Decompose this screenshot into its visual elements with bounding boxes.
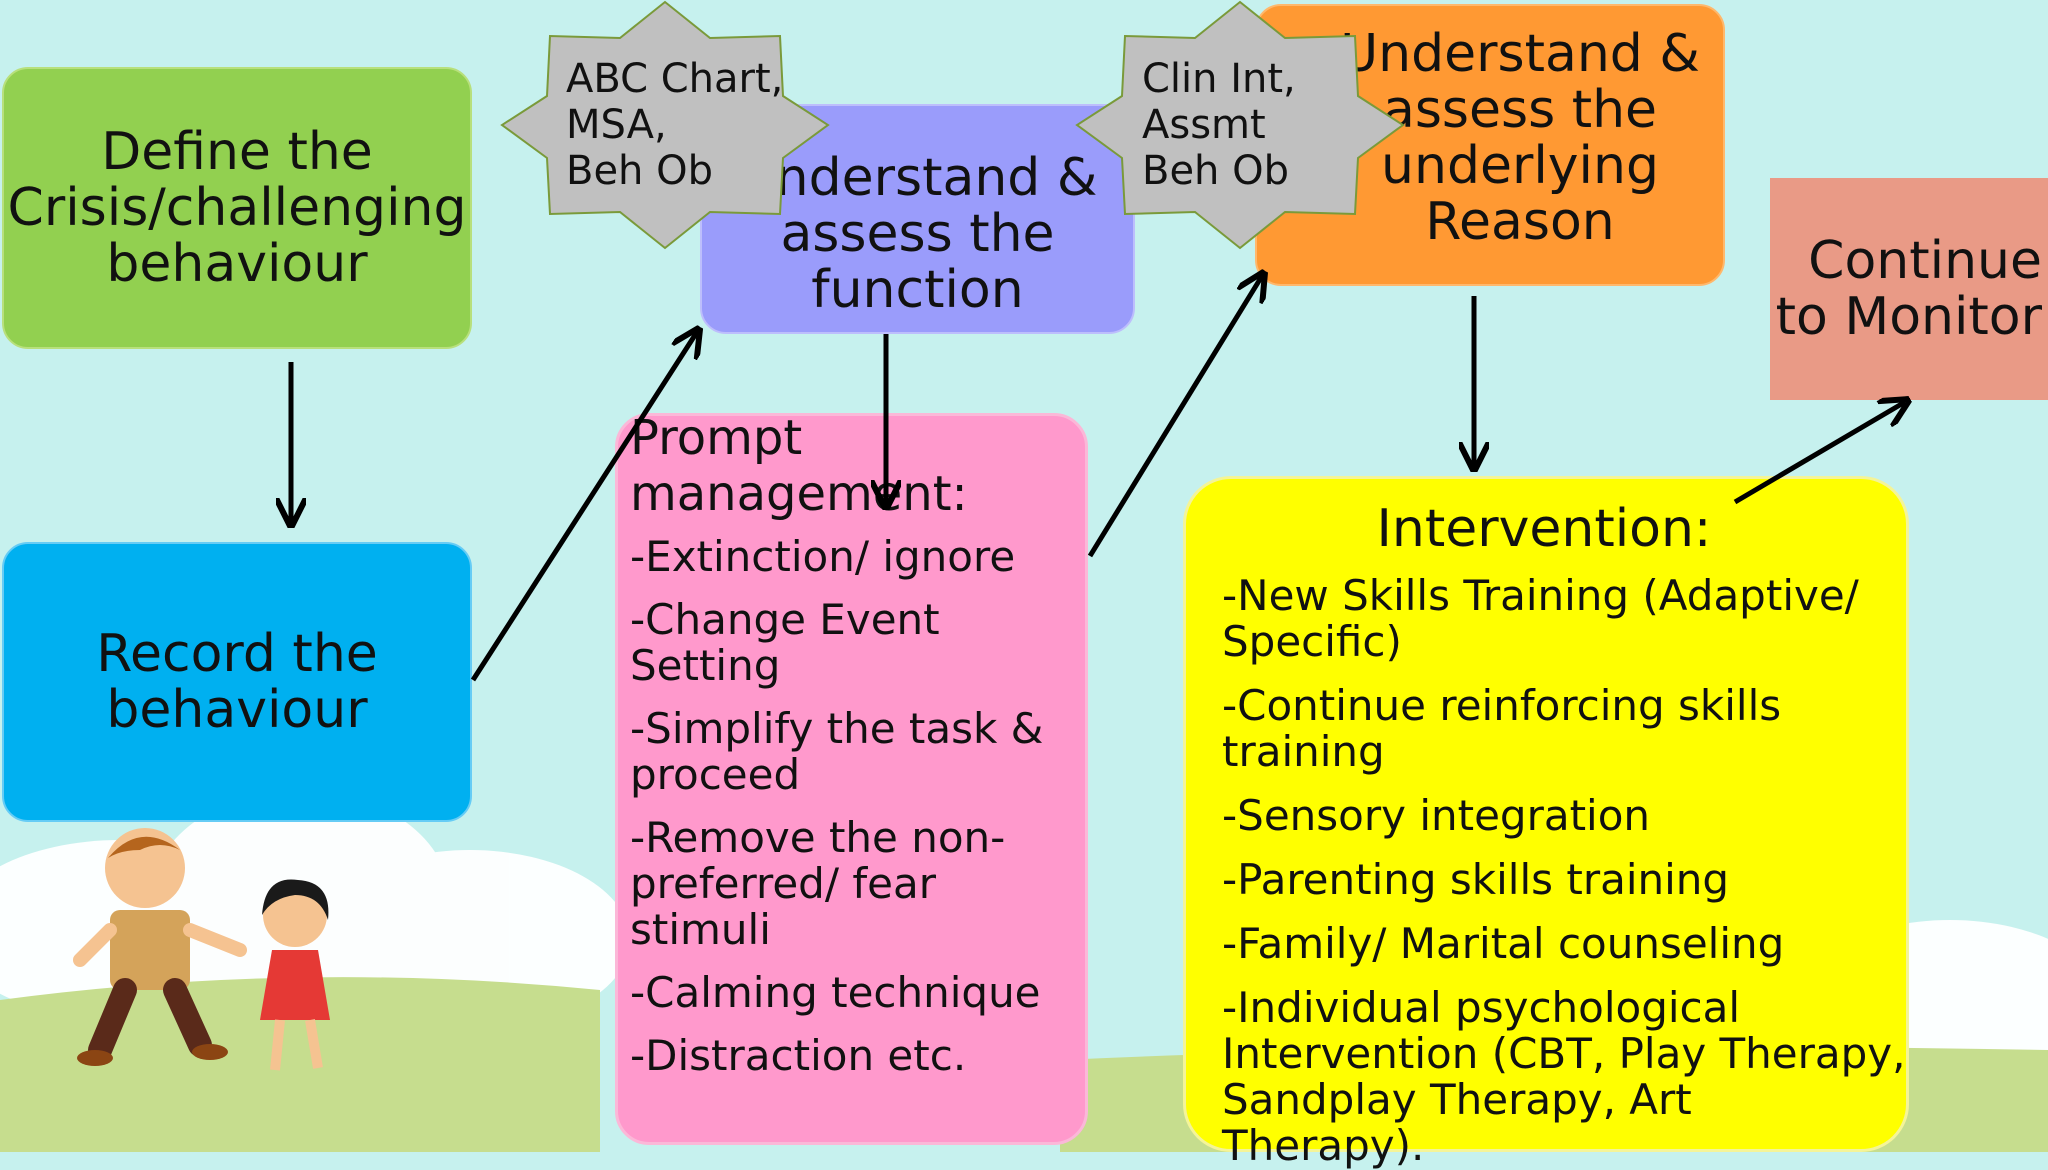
intervention-item: -Sensory integration	[1222, 791, 1651, 840]
prompt-item: -Calming technique	[630, 968, 1041, 1017]
prompt-item: -Extinction/ ignore	[630, 532, 1016, 581]
intervention-item: -Parenting skills training	[1222, 855, 1730, 904]
intervention-box: Intervention: -New Skills Training (Adap…	[1183, 476, 1909, 1169]
prompt-management-title: Prompt management:	[630, 410, 968, 522]
record-behaviour-box: Record the behaviour	[2, 542, 472, 822]
intervention-item: -Continue reinforcing skills training	[1222, 681, 1782, 776]
intervention-item: -New Skills Training (Adaptive/ Specific…	[1222, 571, 1859, 666]
prompt-item: -Remove the non- preferred/ fear stimuli	[630, 813, 1006, 954]
continue-monitor-label: Continue to Monitor	[1775, 231, 2042, 347]
continue-monitor-box: Continue to Monitor	[1770, 178, 2048, 400]
star-burst-right	[1075, 0, 1405, 250]
define-crisis-box: Define the Crisis/challenging behaviour	[2, 67, 472, 349]
record-behaviour-label: Record the behaviour	[96, 624, 378, 740]
intervention-item: -Family/ Marital counseling	[1222, 919, 1785, 968]
prompt-item: -Simplify the task & proceed	[630, 704, 1044, 799]
assess-function-label: Understand & assess the function	[737, 148, 1098, 320]
prompt-item: -Change Event Setting	[630, 595, 940, 690]
assess-reason-box: Understand & assess the underlying Reaso…	[1255, 4, 1725, 286]
define-crisis-label: Define the Crisis/challenging behaviour	[7, 122, 467, 294]
prompt-management-box: Prompt management: -Extinction/ ignore -…	[615, 410, 1088, 1145]
star-burst-left	[500, 0, 830, 250]
assess-reason-label: Understand & assess the underlying Reaso…	[1340, 24, 1700, 252]
star-left-label: ABC Chart, MSA, Beh Ob	[566, 56, 784, 194]
intervention-item: -Individual psychological Intervention (…	[1222, 983, 1906, 1170]
intervention-title: Intervention:	[1376, 499, 1712, 559]
star-right-label: Clin Int, Assmt Beh Ob	[1142, 56, 1296, 194]
prompt-item: -Distraction etc.	[630, 1031, 967, 1080]
children-illustration	[73, 828, 330, 1071]
